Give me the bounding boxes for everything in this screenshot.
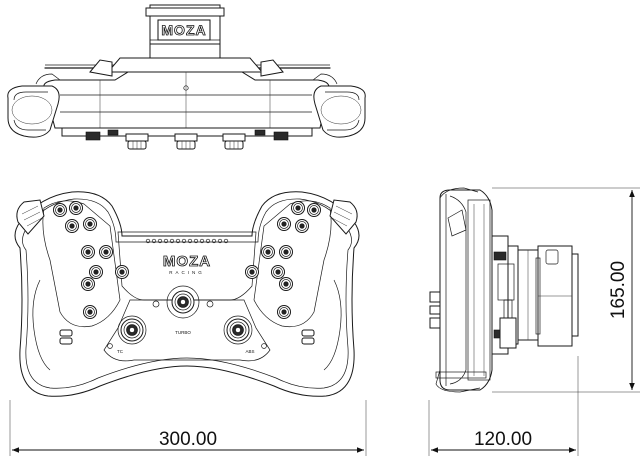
front-logo: MOZA	[163, 253, 211, 270]
top-view-drawing: MOZA	[7, 4, 366, 150]
led-strip	[145, 238, 229, 244]
abs-knob: ABS	[223, 315, 255, 354]
tc-knob: TC	[117, 315, 147, 354]
width-dimension: 300.00	[159, 429, 217, 450]
turbo-label: TURBO	[175, 330, 191, 335]
tc-label: TC	[117, 349, 124, 354]
abs-label: ABS	[245, 349, 254, 354]
top-logo: MOZA	[161, 22, 206, 38]
height-dimension: 165.00	[608, 261, 629, 319]
turbo-knob: TURBO	[166, 285, 200, 335]
front-view-drawing: MOZA RACING TURBO TC ABS	[14, 191, 360, 397]
side-view-drawing	[429, 187, 579, 393]
dimension-lines: 300.00 120.00 165.00	[9, 187, 640, 456]
depth-dimension: 120.00	[474, 429, 532, 450]
front-logo-sub: RACING	[169, 270, 205, 275]
